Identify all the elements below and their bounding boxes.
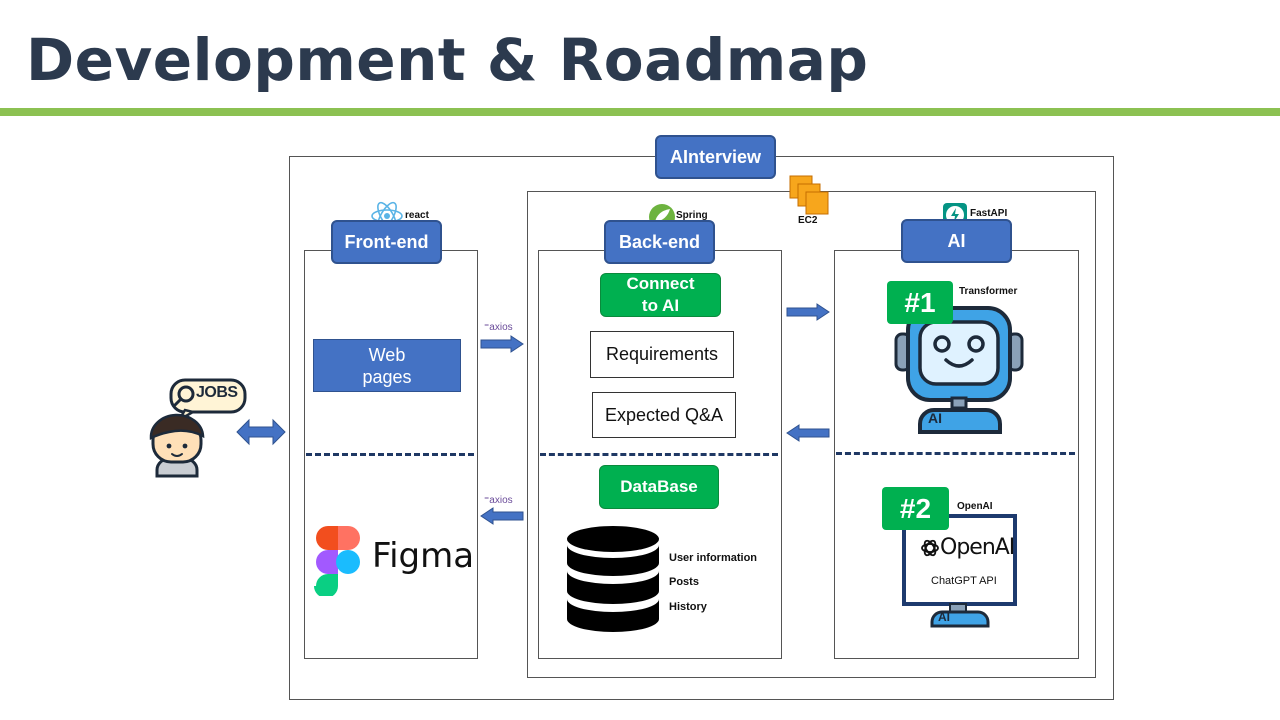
openai-logo-icon [921, 539, 939, 557]
backend-divider [540, 453, 778, 456]
robot-ai-badge: AI [928, 410, 942, 426]
axios-bottom-icon: ⁼ [484, 495, 490, 506]
react-logo-text: react [405, 210, 429, 221]
chatgpt-api-label: ChatGPT API [931, 575, 997, 587]
robot-icon [894, 306, 1024, 434]
ai-label: AI [901, 219, 1012, 263]
monitor-icon [902, 514, 1017, 628]
expected-qa-box: Expected Q&A [592, 392, 736, 438]
arrow-back-to-ai [786, 303, 830, 321]
monitor-ai-badge: AI [938, 610, 950, 624]
requirements-box: Requirements [590, 331, 734, 378]
arrow-back-to-front [480, 507, 524, 525]
db-item-user-info: User information [669, 552, 758, 564]
database-icon [567, 526, 659, 632]
db-item-posts: Posts [669, 576, 699, 588]
arrow-ai-to-back [786, 424, 830, 442]
backend-label: Back-end [604, 220, 715, 264]
ainterview-label: AInterview [655, 135, 776, 179]
user-avatar-icon [149, 378, 247, 478]
figma-text: Figma [372, 536, 475, 576]
frontend-label: Front-end [331, 220, 442, 264]
slide-title: Development & Roadmap [26, 26, 869, 94]
model2-number: #2 [882, 487, 949, 530]
ai-divider [836, 452, 1075, 455]
model1-name: Transformer [959, 286, 1018, 297]
connect-ai-box: Connect to AI [600, 273, 721, 317]
ec2-label: EC2 [798, 215, 818, 226]
db-item-history: History [669, 601, 707, 613]
axios-top-text: axios [489, 322, 513, 333]
spring-logo-text: Spring [676, 210, 708, 221]
arrow-front-to-back [480, 335, 524, 353]
frontend-divider [306, 453, 474, 456]
database-label: DataBase [599, 465, 719, 509]
title-underline [0, 108, 1280, 116]
axios-bottom-text: axios [489, 495, 513, 506]
axios-top-icon: ⁼ [484, 322, 490, 333]
axios-top-label: ⁼axios [484, 322, 513, 333]
model2-name: OpenAI [957, 501, 993, 512]
openai-logo-text: OpenAI [940, 535, 1015, 560]
web-pages-box: Web pages [313, 339, 461, 392]
arrow-user-front [236, 418, 286, 446]
figma-icon [314, 526, 360, 596]
user-bubble-text: JOBS [196, 384, 238, 401]
axios-bottom-label: ⁼axios [484, 495, 513, 506]
fastapi-logo-text: FastAPI [970, 208, 1008, 219]
ec2-icon [789, 175, 829, 215]
model1-number: #1 [887, 281, 953, 324]
